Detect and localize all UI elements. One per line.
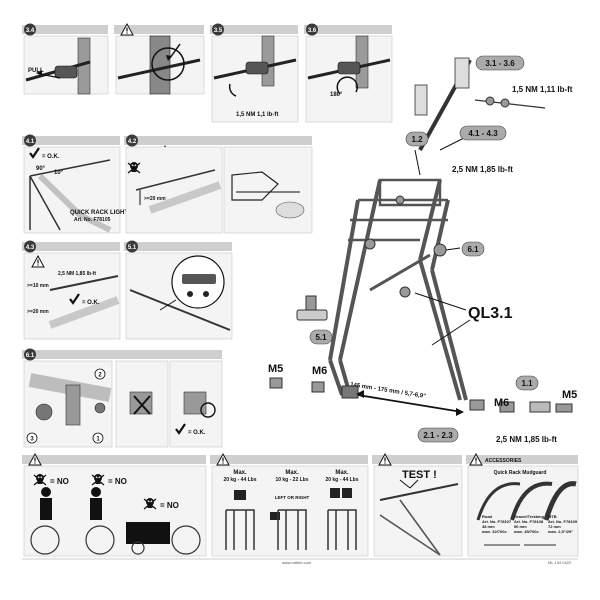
main-rack-diagram [269,57,573,416]
bolt-left [269,377,359,399]
mudguard-width-2: 50 mm [514,524,527,529]
callout-4-1-4-3-label: 4.1 - 4.3 [468,129,498,138]
step-badge-3-6: 3.6 [308,28,317,34]
torque-3-5: 1,5 NM 1,1 lb-ft [236,112,278,118]
dimension-label: 145 mm - 175 mm / 5,7-6,9" [350,382,427,400]
weight-icon [234,490,246,500]
step-badge-4-1: 4.1 [26,139,35,145]
m6-left: M6 [312,365,327,377]
panel-child-seat-warning: = NO = NO = NO [22,453,207,557]
step-badge-3-4: 3.4 [26,28,35,34]
accessories-title: ACCESSORIES [485,458,522,464]
callout-1-1-label: 1.1 [521,379,533,388]
load-value-1: 20 kg - 44 Lbs [223,477,256,483]
callout-6-1-label: 6.1 [467,245,479,254]
step-badge-6-1: 6.1 [26,353,35,359]
panel-6-1: 6.1 2 1 3 = O.K. [22,348,223,448]
ok-label-6-1: = O.K. [188,430,206,436]
panel-4-2: 4.2 >=20 mm [124,134,313,234]
mudguard-max-2: max. 45/700c [514,529,539,534]
footer-url: www.ortlieb.com [282,560,312,565]
callout-6-1-n3: 3 [30,437,34,443]
load-max-3: Max. [335,470,349,476]
mudguard-article-3: Art. No. F78109 [548,519,578,524]
mudguard-max-3: max. 2,5"/29" [548,529,573,534]
mudguard-title: Quick Rack Mudguard [494,470,547,476]
min-gap-4-2: >=20 mm [144,196,166,202]
torque-bottom: 2,5 NM 1,85 lb-ft [496,435,557,444]
torque-top: 1,5 NM 1,11 lb-ft [512,85,573,94]
mudguard-article-2: Art. No. F78108 [514,519,544,524]
panel-accessories: ACCESSORIES Quick Rack Mudguard Road Art… [466,453,579,557]
mudguard-width-3: 72 mm [548,524,561,529]
test-label: TEST ! [402,469,437,481]
mudguard-type-2: Gravel/Trekking [514,514,545,519]
gap-4-3-a: >=10 mm [27,283,49,289]
callout-1-2: 1.2 [405,131,429,147]
panel-warning-top [114,23,205,95]
panel-3-5: 3.5 1,5 NM 1,1 lb-ft [210,23,299,123]
load-note-2: LEFT OR RIGHT [275,495,310,500]
mudguard-article-1: Art. No. F78107 [482,519,512,524]
callout-4-1-4-3: 4.1 - 4.3 [459,125,507,141]
callout-6-1: 6.1 [461,241,485,257]
mudguard-type-1: Road [482,514,493,519]
load-max-2: Max. [285,470,299,476]
torque-mid: 2,5 NM 1,85 lb-ft [452,165,513,174]
no-label-c: = NO [160,501,179,510]
panel-4-3: 4.3 2,5 NM 1,85 lb-ft >=10 mm >=20 mm = … [22,240,121,340]
model-name: QL3.1 [468,305,513,322]
step-badge-3-5: 3.5 [214,28,223,34]
m5-right: M5 [562,389,577,401]
mudguard-type-3: MTB [548,514,557,519]
weight-icon [270,512,280,520]
bolt-right [469,399,573,413]
weight-icon [342,488,352,498]
panel-5-1: 5.1 [124,240,233,340]
load-value-3: 20 kg - 44 Lbs [325,477,358,483]
step-badge-4-3: 4.3 [26,245,35,251]
product-name: QUICK RACK LIGHT [70,210,128,216]
callout-2-1-2-3-label: 2.1 - 2.3 [423,431,453,440]
torque-4-3: 2,5 NM 1,85 lb-ft [58,271,96,277]
panel-3-4: 3.4 PULL [22,23,109,95]
step-badge-4-2: 4.2 [128,139,137,145]
ok-label-4-3: = O.K. [82,300,100,306]
angle-180: 180° [330,92,343,98]
panel-max-load: Max. 20 kg - 44 Lbs Max. 10 kg - 22 Lbs … [210,453,369,557]
no-label-a: = NO [50,477,69,486]
panel-test: TEST ! [372,453,463,557]
weight-icon [330,488,340,498]
callout-1-1: 1.1 [515,375,539,391]
mudguard-max-1: max. 32/700c [482,529,507,534]
footer-code: ML 134 0422 [548,560,572,565]
panel-4-1: 4.1 = O.K. 90° 10° QUICK RACK LIGHT Art.… [22,134,128,234]
gap-4-3-b: >=20 mm [27,309,49,315]
callout-5-1: 5.1 [309,329,333,345]
callout-3-1-3-6-label: 3.1 - 3.6 [485,59,515,68]
ok-label-4-1: = O.K. [42,154,60,160]
angle-10: 10° [54,170,64,176]
callout-3-1-3-6: 3.1 - 3.6 [475,55,525,71]
load-value-2: 10 kg - 22 Lbs [275,477,308,483]
callout-6-1-n2: 2 [98,373,102,379]
angle-90: 90° [36,166,46,172]
callout-2-1-2-3: 2.1 - 2.3 [417,427,459,443]
m5-left: M5 [268,363,283,375]
pull-label: PULL [28,68,44,74]
callout-5-1-label: 5.1 [315,333,327,342]
step-badge-5-1: 5.1 [128,245,137,251]
callout-6-1-n1: 1 [96,437,100,443]
no-label-b: = NO [108,477,127,486]
mudguard-width-1: 38 mm [482,524,495,529]
callout-1-2-label: 1.2 [411,135,423,144]
product-article: Art. No. F78105 [74,217,111,223]
panel-3-6: 3.6 180° [304,23,393,123]
m6-right: M6 [494,397,509,409]
load-max-1: Max. [233,470,247,476]
